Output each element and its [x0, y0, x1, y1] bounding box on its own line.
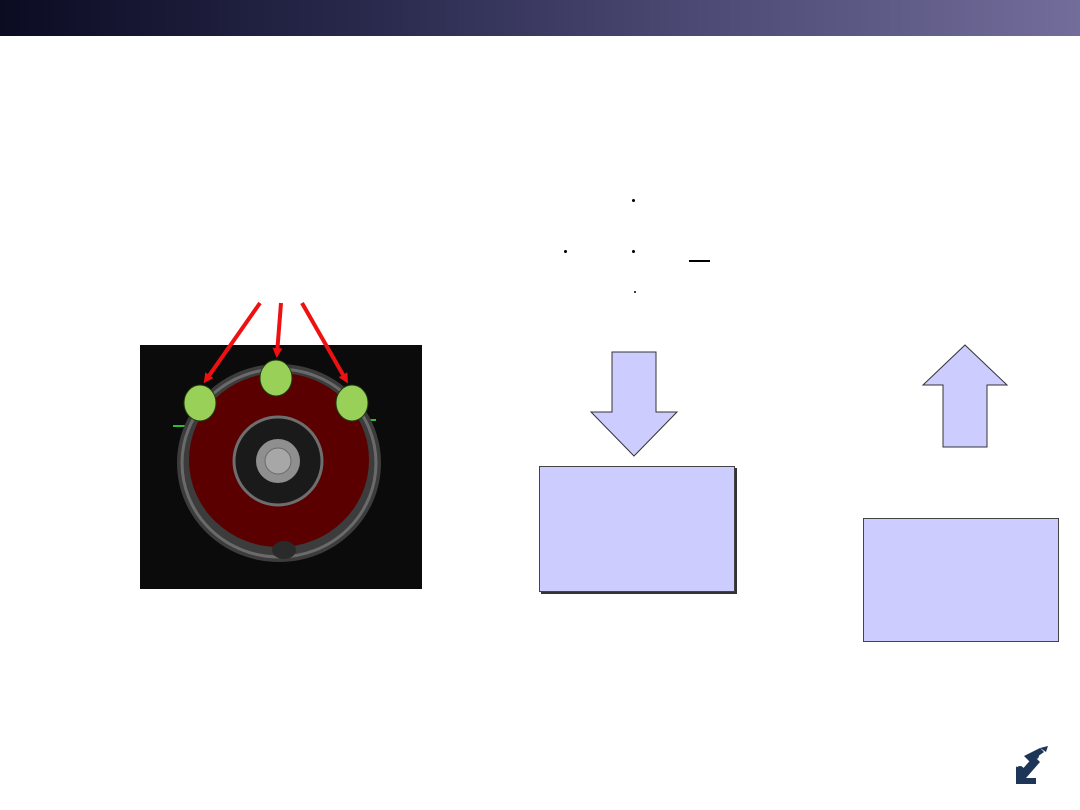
- arrow-down-icon: [589, 351, 679, 457]
- formula-fraction-bar: [689, 260, 710, 262]
- formula-dot: [632, 199, 635, 202]
- header-bar: [0, 0, 1080, 36]
- robot-arm-icon: [1016, 746, 1048, 784]
- red-arrow-left: [203, 301, 262, 384]
- process-box-left: [539, 466, 735, 592]
- marker-right: [335, 384, 369, 422]
- red-arrow-right: [300, 302, 348, 384]
- formula-dot: [634, 291, 636, 293]
- formula-dot: [564, 250, 567, 253]
- red-arrow-center: [272, 302, 283, 358]
- process-box-right: [863, 518, 1059, 642]
- marker-top: [259, 359, 293, 397]
- arrow-up-icon: [921, 344, 1009, 448]
- disc-notch: [272, 541, 296, 559]
- marker-left: [183, 384, 217, 422]
- hub-center: [264, 447, 292, 475]
- formula-dot: [632, 250, 635, 253]
